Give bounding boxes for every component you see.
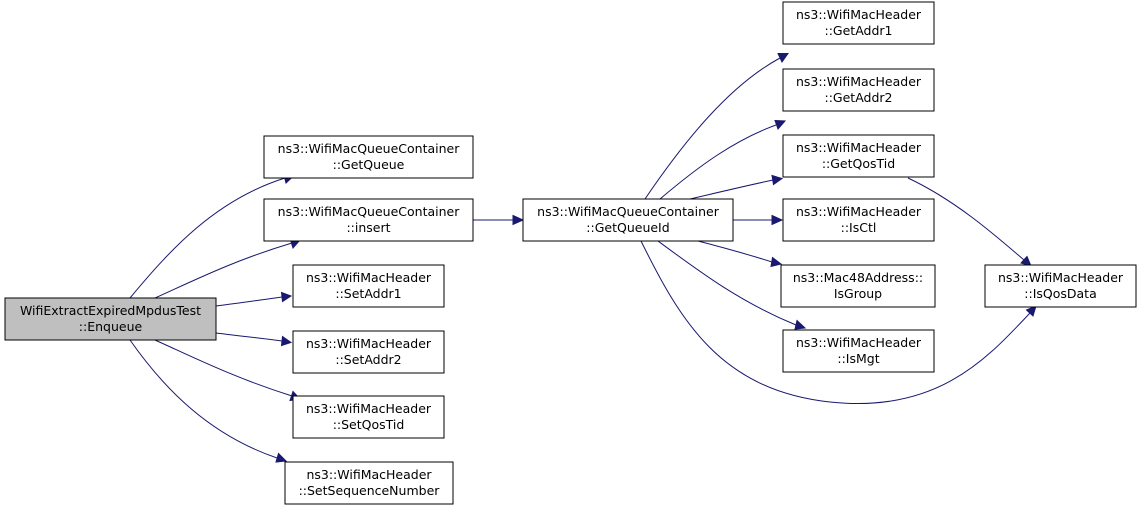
node-getaddr1-line1: ns3::WifiMacHeader [796,7,922,22]
node-getqueueid[interactable]: ns3::WifiMacQueueContainer ::GetQueueId [522,198,734,242]
node-isgroup-line2: IsGroup [834,286,882,301]
node-isctl[interactable]: ns3::WifiMacHeader ::IsCtl [782,198,935,242]
node-getaddr2[interactable]: ns3::WifiMacHeader ::GetAddr2 [782,68,935,112]
edge-enqueue-to-setaddr2 [215,332,293,347]
node-getaddr1[interactable]: ns3::WifiMacHeader ::GetAddr1 [782,1,935,45]
node-isctl-line1: ns3::WifiMacHeader [796,204,922,219]
node-setqostid-line2: ::SetQosTid [333,417,405,432]
node-insert-line2: ::insert [346,220,390,235]
node-enqueue[interactable]: WifiExtractExpiredMpdusTest ::Enqueue [4,297,217,341]
node-getqueueid-line1: ns3::WifiMacQueueContainer [537,204,720,219]
node-setaddr1[interactable]: ns3::WifiMacHeader ::SetAddr1 [292,264,445,308]
node-enqueue-line2: ::Enqueue [79,319,143,334]
node-getqueue-line1: ns3::WifiMacQueueContainer [278,141,461,156]
node-getqueue[interactable]: ns3::WifiMacQueueContainer ::GetQueue [263,135,474,179]
edge-enqueue-to-insert [154,237,301,299]
node-enqueue-line1: WifiExtractExpiredMpdusTest [20,303,201,318]
node-setqostid[interactable]: ns3::WifiMacHeader ::SetQosTid [292,395,445,439]
edge-getqueueid-to-getaddr1 [644,53,789,200]
node-setqostid-line1: ns3::WifiMacHeader [306,401,432,416]
node-setaddr1-line1: ns3::WifiMacHeader [306,270,432,285]
node-setaddr2[interactable]: ns3::WifiMacHeader ::SetAddr2 [292,330,445,374]
edge-enqueue-to-setaddr1 [215,291,293,307]
node-setseq-line2: ::SetSequenceNumber [299,483,441,498]
edge-getqueueid-to-isgroup [697,240,783,268]
edge-getqueueid-to-isqosdata [640,240,1037,404]
node-getaddr2-line2: ::GetAddr2 [825,90,893,105]
edge-getqueueid-to-getaddr2 [659,119,787,200]
node-setaddr2-line2: ::SetAddr2 [335,352,401,367]
node-isgroup-line1: ns3::Mac48Address:: [793,270,923,285]
node-getqostid-line2: ::GetQosTid [822,156,895,171]
node-insert[interactable]: ns3::WifiMacQueueContainer ::insert [263,198,474,242]
node-isgroup[interactable]: ns3::Mac48Address:: IsGroup [780,264,936,308]
edge-getqueueid-to-getqostid [689,174,784,200]
node-insert-line1: ns3::WifiMacQueueContainer [278,204,461,219]
node-getaddr1-line2: ::GetAddr1 [825,23,893,38]
node-isqosdata-line1: ns3::WifiMacHeader [998,270,1124,285]
node-getqueue-line2: ::GetQueue [333,157,405,172]
node-getqostid-line1: ns3::WifiMacHeader [796,140,922,155]
node-setseq-line1: ns3::WifiMacHeader [306,467,432,482]
edge-enqueue-to-setqostid [154,339,302,402]
edge-getqueueid-to-isctl [733,214,784,226]
node-getqostid[interactable]: ns3::WifiMacHeader ::GetQosTid [782,134,935,178]
edge-getqueueid-to-ismgt [657,240,807,330]
node-getqueueid-line2: ::GetQueueId [586,220,669,235]
node-isqosdata[interactable]: ns3::WifiMacHeader ::IsQosData [984,264,1137,308]
node-setaddr2-line1: ns3::WifiMacHeader [306,336,432,351]
node-ismgt-line2: ::IsMgt [837,351,879,366]
node-isqosdata-line2: ::IsQosData [1024,286,1096,301]
edge-enqueue-to-setseq [129,339,288,463]
node-getaddr2-line1: ns3::WifiMacHeader [796,74,922,89]
node-setaddr1-line2: ::SetAddr1 [335,286,401,301]
edge-insert-to-getqueueid [473,214,525,226]
node-ismgt[interactable]: ns3::WifiMacHeader ::IsMgt [782,329,935,373]
node-ismgt-line1: ns3::WifiMacHeader [796,335,922,350]
node-setseq[interactable]: ns3::WifiMacHeader ::SetSequenceNumber [284,461,454,505]
node-isctl-line2: ::IsCtl [841,220,877,235]
